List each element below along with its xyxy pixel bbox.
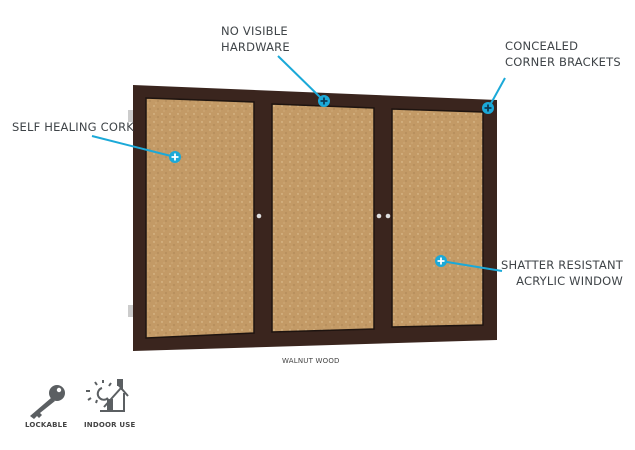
callout-shatter-line2: ACRYLIC WINDOW: [516, 274, 623, 288]
callout-markers: [169, 95, 494, 267]
cork-panel-left: [145, 97, 255, 339]
key-icon: [30, 385, 65, 419]
cork-panel-right: [391, 108, 484, 328]
plus-marker-icon[interactable]: [318, 95, 330, 107]
plus-marker-icon[interactable]: [169, 151, 181, 163]
callout-self-healing-cork: SELF HEALING CORK: [12, 120, 135, 134]
cork-panel-center: [271, 103, 375, 333]
feature-indoor-use-label: INDOOR USE: [84, 421, 136, 429]
feature-lockable-label: LOCKABLE: [25, 421, 68, 429]
lock: [385, 213, 391, 219]
callout-concealed-line2: CORNER BRACKETS: [505, 55, 621, 69]
callout-concealed-line1: CONCEALED: [505, 39, 579, 53]
callout-shatter-line1: SHATTER RESISTANT: [501, 258, 623, 272]
hinge: [128, 110, 133, 122]
plus-marker-icon[interactable]: [482, 102, 494, 114]
callout-no-visible-line1: NO VISIBLE: [221, 24, 288, 38]
lock: [256, 213, 262, 219]
finish-label: WALNUT WOOD: [282, 357, 340, 365]
bulletin-board-cabinet: [128, 85, 497, 351]
sun-house-icon: [86, 379, 129, 412]
hinge: [128, 305, 133, 317]
lock: [376, 213, 382, 219]
callout-lines: [91, 55, 506, 272]
callout-no-visible-line2: HARDWARE: [221, 40, 290, 54]
plus-marker-icon[interactable]: [435, 255, 447, 267]
